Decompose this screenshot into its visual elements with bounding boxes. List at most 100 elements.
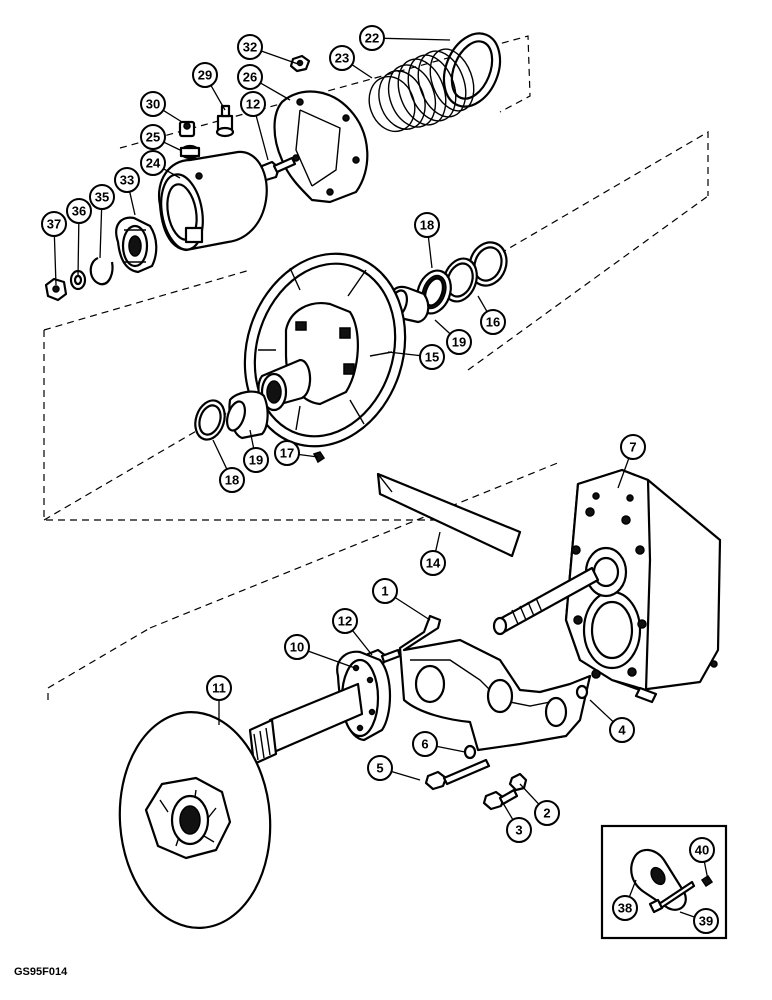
callout-label: 6: [421, 737, 428, 752]
callout-label: 4: [618, 723, 626, 738]
callout-bubble: [420, 550, 446, 576]
compression-spring: [368, 48, 475, 133]
callout-label: 1: [381, 584, 388, 599]
callout-bubble: [329, 45, 355, 71]
callout-leader-15: [387, 351, 421, 357]
flange-bearing: [115, 216, 158, 274]
callout-bubble: [237, 64, 263, 90]
callout-11: 11: [206, 675, 232, 701]
callout-37: 37: [41, 211, 67, 237]
callout-bubble: [192, 62, 218, 88]
callout-30: 30: [140, 91, 166, 117]
callout-26: 26: [237, 64, 263, 90]
callout-leader-24: [163, 168, 181, 179]
callout-label: 22: [365, 31, 379, 46]
drive-disc: [118, 711, 272, 929]
callout-10: 10: [284, 634, 310, 660]
callout-leader-29: [210, 85, 226, 111]
callout-label: 32: [243, 40, 257, 55]
callout-18: 18: [219, 467, 245, 493]
washer-4: [575, 684, 589, 700]
callout-25: 25: [140, 124, 166, 150]
spring-washer: [442, 32, 502, 108]
callout-leader-26: [260, 82, 291, 101]
mounting-arm: [398, 614, 592, 752]
callout-3: 3: [506, 817, 532, 843]
callout-18: 18: [414, 212, 440, 238]
snap-ring: [89, 256, 114, 286]
callout-29: 29: [192, 62, 218, 88]
callout-bubble: [332, 608, 358, 634]
callout-leader-36: [77, 222, 80, 278]
hex-nut-37: [44, 277, 68, 302]
callout-bubble: [274, 440, 300, 466]
callout-leader-12: [351, 629, 373, 656]
callout-24: 24: [140, 150, 166, 176]
callout-39: 39: [693, 908, 719, 934]
callout-leader-30: [162, 109, 183, 123]
callout-bubble: [367, 755, 393, 781]
callout-1: 1: [372, 578, 398, 604]
callout-leader-32: [261, 50, 299, 65]
callout-bubble: [506, 817, 532, 843]
callout-bubble: [206, 675, 232, 701]
bolt-5: [424, 758, 491, 791]
callout-12: 12: [240, 91, 266, 117]
callout-leader-39: [679, 911, 695, 918]
callout-label: 12: [246, 97, 260, 112]
callout-leader-3: [499, 797, 514, 821]
callout-bubble: [140, 150, 166, 176]
callout-38: 38: [612, 895, 638, 921]
callout-label: 19: [452, 335, 466, 350]
callout-14: 14: [420, 550, 446, 576]
callout-leader-18: [427, 236, 433, 269]
callout-bubble: [412, 731, 438, 757]
callout-label: 25: [146, 130, 160, 145]
callout-leader-18: [212, 439, 228, 470]
callout-bubble: [219, 467, 245, 493]
callout-7: 7: [620, 434, 646, 460]
callout-35: 35: [89, 184, 115, 210]
callout-leader-22: [383, 37, 451, 41]
callout-label: 18: [225, 473, 239, 488]
driven-pulley: [243, 252, 407, 448]
callout-bubble: [41, 211, 67, 237]
callout-bubble: [89, 184, 115, 210]
callout-32: 32: [237, 34, 263, 60]
callout-leader-35: [99, 208, 103, 259]
callout-36: 36: [66, 198, 92, 224]
callout-leader-17: [298, 453, 319, 458]
callout-4: 4: [609, 717, 635, 743]
callout-label: 40: [695, 843, 709, 858]
callout-leader-10: [308, 650, 356, 669]
callout-label: 10: [290, 640, 304, 655]
callout-label: 2: [543, 806, 550, 821]
callout-5: 5: [367, 755, 393, 781]
callout-label: 12: [338, 614, 352, 629]
washer-36: [69, 269, 87, 291]
bracket-plate: [273, 90, 369, 204]
callout-label: 15: [425, 350, 439, 365]
callout-bubble: [446, 329, 472, 355]
callout-label: 30: [146, 97, 160, 112]
callout-bubble: [66, 198, 92, 224]
callout-label: 24: [146, 156, 161, 171]
callout-bubble: [114, 167, 140, 193]
set-screw: [178, 120, 196, 138]
callout-leader-6: [436, 745, 466, 753]
callout-label: 35: [95, 190, 109, 205]
grease-fitting: [215, 104, 235, 138]
callout-bubble: [612, 895, 638, 921]
callout-bubble: [609, 717, 635, 743]
callout-leader-25: [163, 141, 181, 151]
callout-23: 23: [329, 45, 355, 71]
callout-bubble: [140, 124, 166, 150]
callout-bubble: [693, 908, 719, 934]
bolt-upper: [258, 156, 297, 182]
callout-leader-37: [53, 235, 57, 286]
callout-label: 38: [618, 901, 632, 916]
callout-12: 12: [332, 608, 358, 634]
callout-leader-12: [255, 115, 269, 161]
